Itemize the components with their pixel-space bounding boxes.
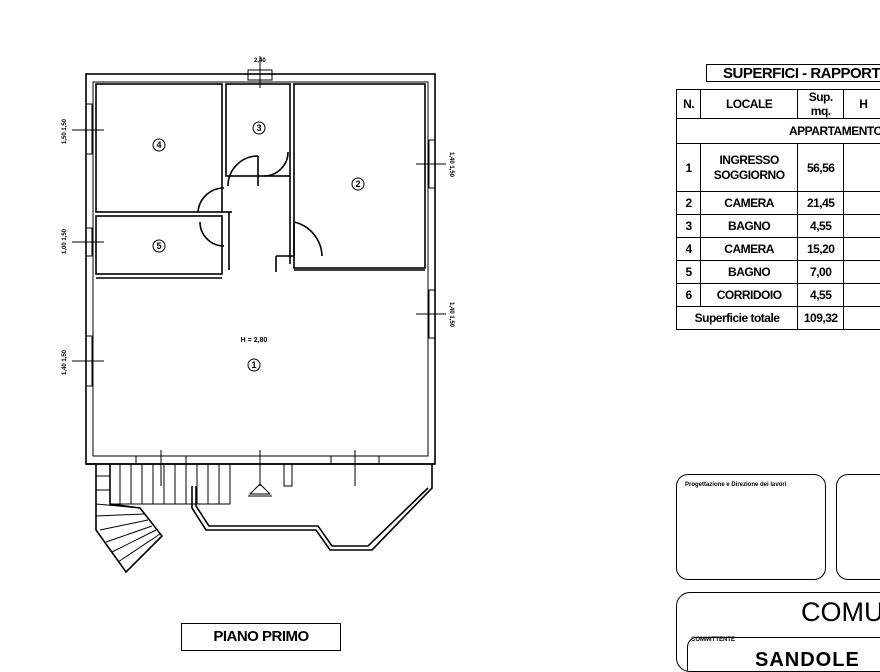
window-dim-room5: 1,00 1,50: [62, 228, 68, 254]
window-dim-top: 2,40: [254, 58, 266, 64]
table-title: SUPERFICI - RAPPORTI: [706, 64, 880, 82]
section-label: APPARTAMENTO: [677, 119, 880, 144]
designer-box: Progettazione e Direzione dei lavori: [676, 474, 826, 580]
room-number-5: 5: [156, 241, 161, 251]
height-note: H = 2,80: [241, 337, 268, 344]
surface-table: N. LOCALE Sup. mq. H APPARTAMENTO 1 INGR…: [676, 89, 880, 330]
header-locale: LOCALE: [701, 90, 798, 119]
floor-label: PIANO PRIMO: [181, 623, 341, 651]
secondary-box: [836, 474, 880, 580]
window-dim-room1-left: 1,40 1,50: [62, 349, 68, 375]
designer-label: Progettazione e Direzione dei lavori: [685, 482, 786, 488]
total-row: Superficie totale 109,32: [677, 307, 880, 330]
window-dim-room4: 1,50 1,50: [62, 118, 68, 144]
header-h: H: [844, 90, 880, 119]
committente-label: COMMITTENTE: [691, 637, 735, 643]
room-number-4: 4: [156, 140, 161, 150]
comune-box: COMUNE COMMITTENTE SANDOLE: [676, 592, 880, 672]
window-dim-room1-right: 1,40 1,50: [448, 302, 454, 328]
room-number-2: 2: [355, 179, 360, 189]
committente-name: SANDOLE: [755, 649, 860, 672]
window-dim-room2: 1,40 1,50: [448, 152, 454, 178]
header-sup: Sup. mq.: [798, 90, 844, 119]
table-row: 1 INGRESSO SOGGIORNO 56,56: [677, 144, 880, 192]
room-number-1: 1: [251, 360, 256, 370]
comune-title: COMUNE: [801, 597, 880, 628]
room-number-3: 3: [256, 123, 261, 133]
header-n: N.: [677, 90, 701, 119]
